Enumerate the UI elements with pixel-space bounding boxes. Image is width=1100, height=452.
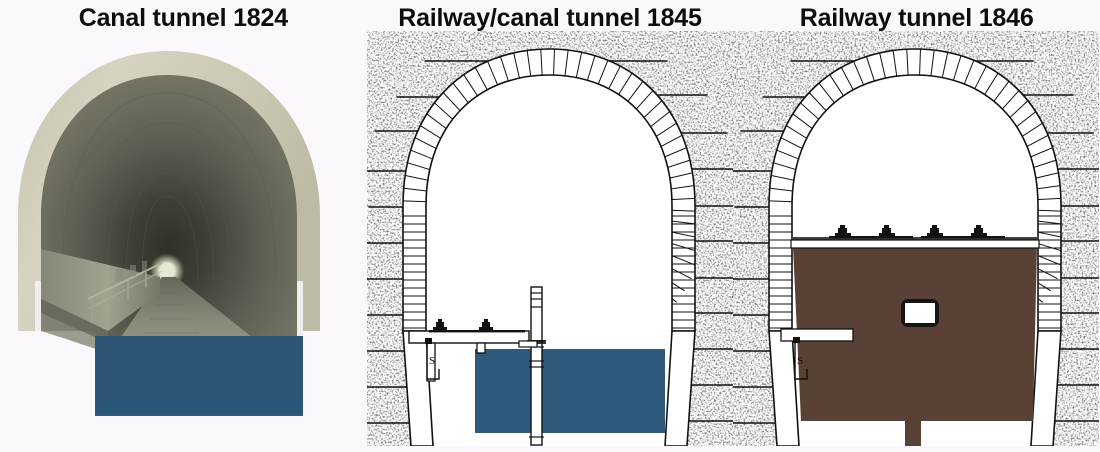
section-marker-1846: S bbox=[780, 328, 854, 380]
ring-courses-lower bbox=[402, 215, 695, 329]
canal-tunnel-photo bbox=[18, 51, 320, 416]
tunnel-photograph-content bbox=[18, 51, 320, 416]
panel-title-2: Railway/canal tunnel 1845 bbox=[398, 4, 702, 32]
earth-fill-1846 bbox=[793, 246, 1038, 421]
rail-chair bbox=[432, 319, 447, 332]
rail-chairs-1845 bbox=[428, 319, 525, 333]
drainage-culvert-1846 bbox=[901, 299, 940, 327]
panel-railway-canal-tunnel-1845: Railway/canal tunnel 1845 bbox=[366, 0, 734, 452]
rail-chair bbox=[879, 225, 896, 238]
track-formation-1846 bbox=[790, 237, 1040, 249]
panel-railway-tunnel-1846: Railway tunnel 1846 bbox=[733, 0, 1100, 452]
panel-title-3: Railway tunnel 1846 bbox=[799, 4, 1034, 32]
section-marker-1845: S bbox=[424, 338, 440, 380]
deck-tie-1845 bbox=[518, 340, 538, 348]
rail-line bbox=[428, 330, 525, 333]
rail-chairs-1846 bbox=[829, 225, 1006, 239]
panel-title-1: Canal tunnel 1824 bbox=[78, 4, 288, 32]
section-marker-label: S bbox=[429, 355, 435, 367]
rail-line bbox=[921, 236, 1006, 239]
section-marker-label: S bbox=[797, 355, 803, 367]
canal-water-1845 bbox=[474, 349, 665, 433]
vertical-drain-1846 bbox=[905, 419, 922, 446]
ring-courses-lower bbox=[769, 215, 1062, 329]
panel-body-1 bbox=[0, 31, 367, 446]
panel-body-3: S bbox=[733, 31, 1100, 446]
panel-body-2: S bbox=[366, 31, 734, 446]
rail-chair bbox=[835, 225, 852, 238]
side-walls-1845 bbox=[401, 330, 696, 446]
rail-chair bbox=[927, 225, 944, 238]
rail-line bbox=[829, 236, 914, 239]
rail-chair bbox=[478, 319, 493, 332]
railway-section-1846: S bbox=[733, 31, 1100, 446]
photo-grain-overlay bbox=[18, 51, 320, 414]
panel-canal-tunnel-1824: Canal tunnel 1824 bbox=[0, 0, 367, 452]
side-walls-1846 bbox=[768, 330, 1063, 446]
rail-chair bbox=[971, 225, 988, 238]
railway-canal-section-1845: S bbox=[366, 31, 733, 446]
